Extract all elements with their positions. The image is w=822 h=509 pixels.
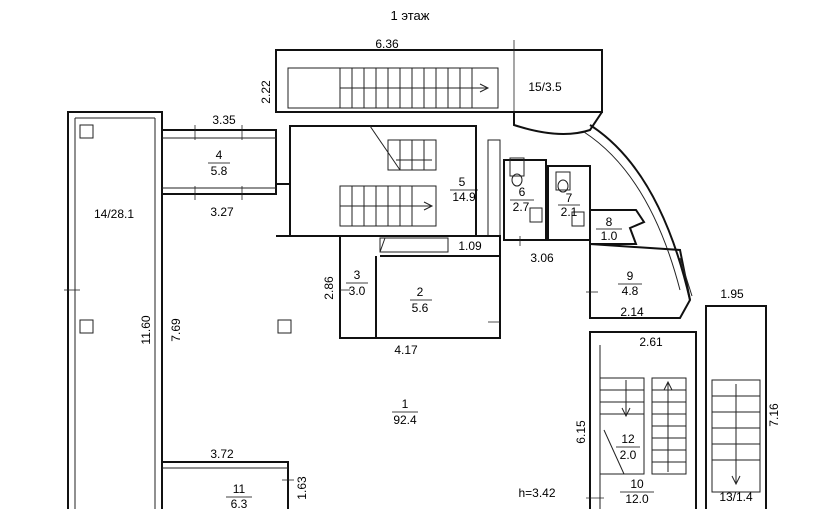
ceiling-height-note: h=3.42 xyxy=(518,486,555,500)
svg-text:8: 8 xyxy=(606,215,613,229)
dim-2-61: 2.61 xyxy=(639,335,663,349)
svg-text:12: 12 xyxy=(621,432,635,446)
dim-3-27: 3.27 xyxy=(210,205,234,219)
svg-text:2: 2 xyxy=(417,285,424,299)
room-label-2: 2 5.6 xyxy=(410,285,432,315)
room-4-outline xyxy=(161,125,277,200)
room-label-15: 15/3.5 xyxy=(528,80,562,94)
room-label-11: 11 6.3 xyxy=(226,482,252,509)
svg-text:11: 11 xyxy=(233,482,246,496)
room-10-12-stair xyxy=(586,331,697,509)
room-label-5: 5 14.9 xyxy=(450,175,478,204)
dim-1-95: 1.95 xyxy=(720,287,744,301)
room-label-8: 8 1.0 xyxy=(596,215,622,243)
dim-6-15: 6.15 xyxy=(574,420,588,444)
dim-6-36: 6.36 xyxy=(375,37,399,51)
svg-text:7: 7 xyxy=(566,191,573,205)
svg-text:2.7: 2.7 xyxy=(513,200,530,214)
svg-text:5.8: 5.8 xyxy=(211,164,228,178)
room-label-10: 10 12.0 xyxy=(620,477,654,506)
svg-text:10: 10 xyxy=(630,477,644,491)
svg-text:12.0: 12.0 xyxy=(625,492,649,506)
svg-text:6.3: 6.3 xyxy=(231,497,248,509)
column xyxy=(277,319,292,334)
svg-text:3.0: 3.0 xyxy=(349,284,366,298)
svg-text:6: 6 xyxy=(519,185,526,199)
dim-7-69: 7.69 xyxy=(169,318,183,342)
svg-text:9: 9 xyxy=(627,269,634,283)
curved-wall xyxy=(589,124,691,301)
room-label-14: 14/28.1 xyxy=(94,207,134,221)
room-label-7: 7 2.1 xyxy=(558,191,580,219)
room-label-4: 4 5.8 xyxy=(208,148,230,178)
room-2-3-outline xyxy=(339,235,501,339)
room-13-stair xyxy=(705,305,767,509)
svg-text:92.4: 92.4 xyxy=(393,413,417,427)
room-15-stair xyxy=(275,40,603,135)
svg-text:2.0: 2.0 xyxy=(620,448,637,462)
room-11-outline xyxy=(161,461,294,509)
svg-text:1: 1 xyxy=(402,397,409,411)
room-label-3: 3 3.0 xyxy=(346,268,368,298)
room-label-13: 13/1.4 xyxy=(719,490,753,504)
svg-text:14.9: 14.9 xyxy=(452,190,476,204)
room-label-9: 9 4.8 xyxy=(618,269,642,298)
svg-text:4.8: 4.8 xyxy=(622,284,639,298)
room-5-stair xyxy=(276,125,501,237)
svg-text:2.1: 2.1 xyxy=(561,205,578,219)
dim-1-63: 1.63 xyxy=(295,476,309,500)
svg-text:4: 4 xyxy=(216,148,223,162)
svg-text:5: 5 xyxy=(459,175,466,189)
room-6-7-wc xyxy=(503,157,591,246)
room-9-outline xyxy=(586,242,693,319)
room-label-1: 1 92.4 xyxy=(392,397,418,427)
dim-2-22: 2.22 xyxy=(259,80,273,104)
room-label-6: 6 2.7 xyxy=(510,185,534,214)
room-label-12: 12 2.0 xyxy=(616,432,640,462)
dim-3-06: 3.06 xyxy=(530,251,554,265)
floor-title: 1 этаж xyxy=(391,8,430,23)
room-14-outline xyxy=(64,111,163,509)
dim-7-16: 7.16 xyxy=(767,403,781,427)
dim-11-60: 11.60 xyxy=(139,315,153,344)
dim-2-86: 2.86 xyxy=(322,276,336,300)
svg-text:5.6: 5.6 xyxy=(412,301,429,315)
svg-text:1.0: 1.0 xyxy=(601,229,618,243)
dim-2-14: 2.14 xyxy=(620,305,644,319)
dim-3-72: 3.72 xyxy=(210,447,234,461)
dim-4-17: 4.17 xyxy=(394,343,418,357)
dim-1-09: 1.09 xyxy=(458,239,482,253)
svg-text:3: 3 xyxy=(354,268,361,282)
dim-3-35: 3.35 xyxy=(212,113,236,127)
